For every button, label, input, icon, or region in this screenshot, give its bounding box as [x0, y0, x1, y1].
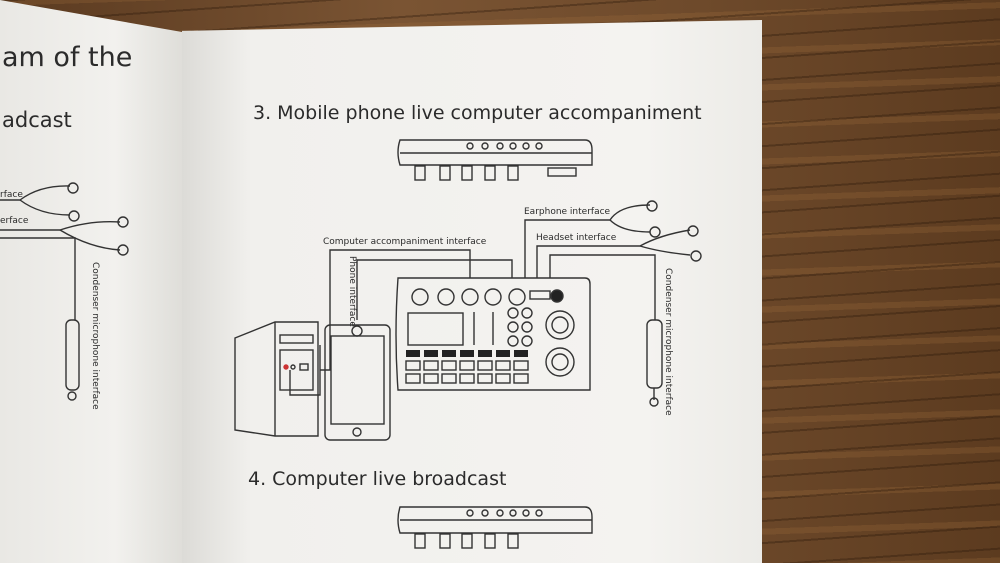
smartphone-illustration: [324, 324, 391, 441]
left-page-cables-and-mic: [0, 182, 129, 401]
computer-accompaniment-label: Computer accompaniment interface: [323, 237, 487, 247]
left-interface-label-2: erface: [0, 216, 29, 226]
left-heading-fragment: am of the: [2, 42, 133, 73]
condenser-microphone-illustration: [646, 319, 663, 407]
headset-interface-label: Headset interface: [536, 233, 617, 243]
sound-card-side-view-bottom: [397, 506, 593, 549]
section-3-title: 3. Mobile phone live computer accompanim…: [253, 102, 702, 124]
earphones-illustration: [646, 200, 702, 262]
left-subheading-fragment: adcast: [2, 108, 72, 132]
left-manual-page: [0, 0, 192, 563]
left-interface-label-1: rface: [0, 190, 23, 200]
right-manual-page: [182, 20, 762, 563]
earphone-interface-label: Earphone interface: [524, 207, 611, 217]
sound-card-side-view-top: [397, 139, 593, 181]
computer-tower-illustration: [234, 321, 319, 437]
section-4-title: 4. Computer live broadcast: [248, 468, 507, 490]
sound-card-front-view: [395, 277, 591, 391]
connection-cables: [289, 204, 691, 396]
